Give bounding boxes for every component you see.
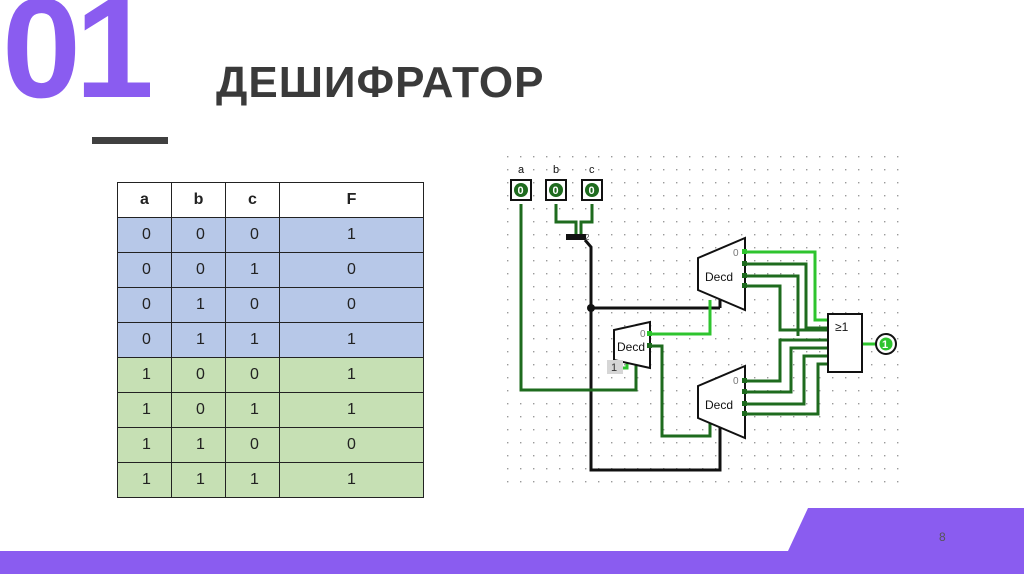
junction-dot [587, 304, 595, 312]
table-cell-b: 1 [171, 287, 226, 323]
input-pin-b[interactable]: b0 [545, 164, 567, 201]
wire-top-out2 [745, 274, 800, 336]
wire-mid-out1 [650, 344, 712, 438]
table-cell-f: 0 [279, 252, 424, 288]
decoder-top-out-label: 0 [733, 248, 739, 259]
page-number: 8 [939, 530, 946, 544]
table-cell-c: 1 [225, 252, 280, 288]
table-cell-a: 1 [117, 392, 172, 428]
table-cell-b: 0 [171, 252, 226, 288]
decoder-bottom-label: Decd [705, 398, 733, 412]
slide-title: ДЕШИФРАТОР [216, 58, 545, 107]
table-cell-c: 1 [225, 462, 280, 498]
input-value-c: 0 [589, 185, 595, 197]
or-gate: ≥1 [827, 313, 863, 373]
table-cell-c: 0 [225, 287, 280, 323]
decoder-middle-out-label: 0 [640, 329, 646, 340]
input-label-a: a [518, 164, 525, 176]
table-cell-b: 1 [171, 462, 226, 498]
wires [519, 204, 876, 472]
input-pin-a[interactable]: a0 [510, 164, 532, 201]
wire-top-out1 [745, 262, 830, 330]
decoder-middle: Decd 0 1 [607, 320, 652, 374]
bottom-bar [0, 551, 1024, 574]
output-value: 1 [882, 339, 888, 351]
corner-accent [788, 508, 1024, 551]
input-label-b: b [553, 164, 559, 176]
table-cell-f: 1 [279, 462, 424, 498]
table-cell-c: 0 [225, 427, 280, 463]
wire-bot-out3 [745, 362, 830, 416]
decoder-bottom: Decd 0 [697, 364, 747, 440]
wire-bot-out1 [745, 346, 830, 394]
input-pin-c[interactable]: c0 [581, 164, 603, 201]
splitter-label: 2 [585, 233, 590, 242]
column-header-f: F [279, 182, 424, 218]
or-gate-label: ≥1 [835, 320, 849, 334]
table-cell-b: 0 [171, 392, 226, 428]
table-cell-c: 1 [225, 392, 280, 428]
wire-b [554, 204, 578, 234]
title-underline [92, 137, 168, 144]
wire-bot-out2 [745, 354, 830, 406]
decoder-bottom-out-label: 0 [733, 376, 739, 387]
wire-c [579, 204, 594, 234]
decoder-middle-label: Decd [617, 340, 645, 354]
wire-top-out3 [745, 284, 830, 332]
table-cell-b: 1 [171, 322, 226, 358]
input-value-a: 0 [518, 185, 524, 197]
wire-bot-out0 [745, 338, 830, 383]
decoder-top: Decd 0 [697, 236, 747, 312]
input-label-c: c [589, 164, 595, 176]
splitter-bar [566, 234, 586, 240]
slide-number: 01 [2, 0, 154, 128]
decoder-top-label: Decd [705, 270, 733, 284]
decoder-middle-enable-label: 1 [611, 362, 617, 374]
output-pin: 1 [875, 333, 897, 355]
table-cell-a: 0 [117, 287, 172, 323]
wire-top-out0 [745, 250, 830, 322]
table-cell-c: 0 [225, 357, 280, 393]
table-cell-f: 0 [279, 287, 424, 323]
wire-a [519, 204, 638, 392]
input-value-b: 0 [553, 185, 559, 197]
table-cell-f: 1 [279, 322, 424, 358]
column-header-c: c [225, 182, 280, 218]
table-cell-f: 1 [279, 217, 424, 253]
table-header-row: a b c F [117, 182, 424, 218]
wire-mid-out0 [650, 300, 712, 336]
table-cell-a: 1 [117, 462, 172, 498]
wire-splitter-bus [583, 239, 722, 472]
table-cell-f: 1 [279, 392, 424, 428]
table-cell-a: 0 [117, 252, 172, 288]
table-cell-b: 0 [171, 217, 226, 253]
